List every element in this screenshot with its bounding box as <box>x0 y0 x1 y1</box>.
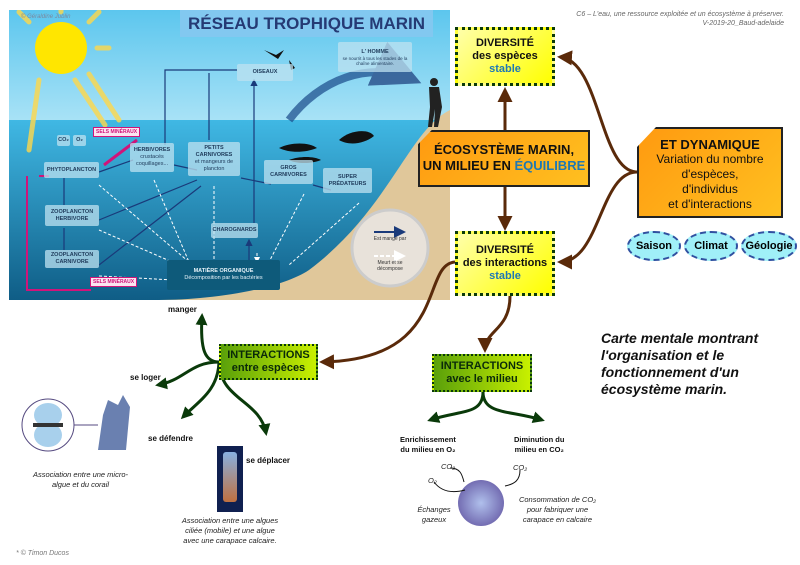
caption-corail: Association entre une micro-algue et du … <box>32 470 129 489</box>
human-silhouette-icon <box>428 78 442 127</box>
branch-se-deplacer: se déplacer <box>246 456 291 465</box>
o2-label: O₂ <box>428 476 437 485</box>
node-charognards: CHAROGNARDS <box>211 223 258 238</box>
node-oiseaux: OISEAUX <box>237 64 293 81</box>
co2-label-a: CO₂ <box>441 462 456 471</box>
coccolithophore-illustration <box>458 480 504 526</box>
header-note: C6 – L'eau, une ressource exploitée et u… <box>576 10 784 28</box>
sun-icon <box>16 10 122 153</box>
ecosysteme-equilibre-box[interactable]: ÉCOSYSTÈME MARIN,UN MILIEU EN ÉQUILIBRE <box>418 130 590 187</box>
legend-eaten-label: Est mangé par <box>373 236 407 242</box>
node-co2: CO₂ <box>57 135 70 146</box>
sels-mineraux-top: SELS MINÉRAUX <box>93 127 141 137</box>
node-zooplancton-herbivore: ZOOPLANCTON HERBIVORE <box>45 205 99 226</box>
node-zooplancton-carnivore: ZOOPLANCTON CARNIVORE <box>45 250 99 268</box>
ciliate-algae-illustration <box>217 446 243 512</box>
infographic-title: RÉSEAU TROPHIQUE MARIN <box>180 10 433 37</box>
factor-geologie[interactable]: Géologie <box>741 231 797 261</box>
legend-decompose-label: Meurt et se décompose <box>377 260 403 272</box>
branch-se-defendre: se défendre <box>148 434 193 443</box>
header-line2: V-2019-20_Baud-adelaide <box>702 20 784 27</box>
sels-mineraux-bottom: SELS MINÉRAUX <box>90 277 138 287</box>
node-super-predateurs: SUPER PRÉDATEURS <box>323 168 372 193</box>
microalgae-coral-illustration <box>21 395 130 452</box>
gas-exchange-arrows <box>433 467 521 493</box>
factor-climat[interactable]: Climat <box>684 231 738 261</box>
node-o2: O₂ <box>73 135 86 146</box>
credit-jublin: © Géraldine Jublin <box>21 14 71 20</box>
co2-label-b: CO₂ <box>513 463 528 472</box>
branch-se-loger: se loger <box>130 373 161 382</box>
trophic-network-infographic: © Géraldine Jublin RÉSEAU TROPHIQUE MARI… <box>9 10 450 300</box>
credit-ducos: * © Timon Ducos <box>16 550 69 557</box>
branch-manger: manger <box>168 305 197 314</box>
factor-saison[interactable]: Saison <box>627 231 681 261</box>
node-phytoplancton: PHYTOPLANCTON <box>44 162 99 178</box>
header-line1: C6 – L'eau, une ressource exploitée et u… <box>576 11 784 18</box>
legend-circle <box>350 208 430 288</box>
node-gros-carnivores: GROS CARNIVORES <box>264 160 313 184</box>
